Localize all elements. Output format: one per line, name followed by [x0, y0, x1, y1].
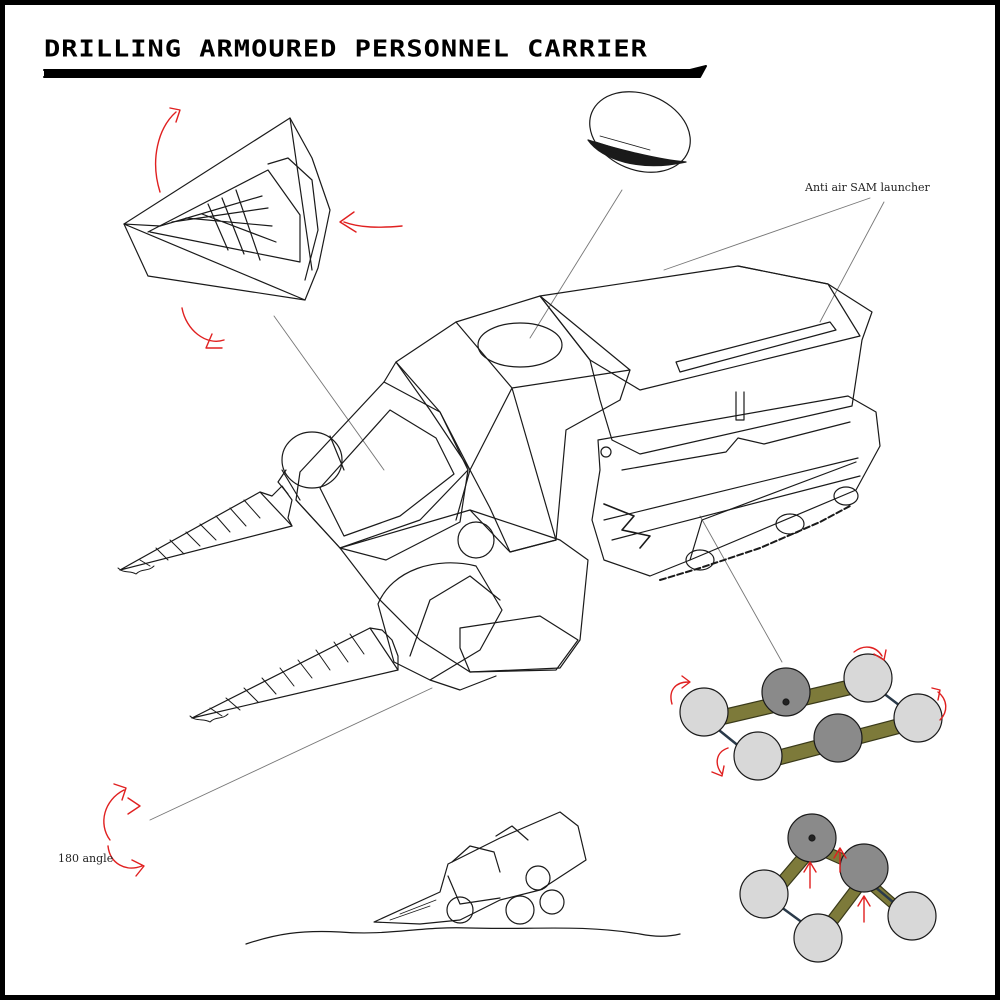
suspension-diagram-raised [739, 813, 937, 963]
rotation-angle-label: 180 angle [58, 852, 114, 865]
rotation-arrow-left [339, 211, 403, 233]
angle-rotation-arrows [103, 783, 145, 877]
rotation-arrow-down [181, 307, 225, 349]
lower-drill [189, 521, 503, 723]
title-underline [43, 65, 707, 78]
track-assembly [591, 395, 881, 577]
burrowing-sketch [245, 811, 681, 945]
sam-mount-ring [477, 322, 563, 368]
drill-head-detail [123, 117, 331, 301]
page-title: DRILLING ARMOURED PERSONNEL CARRIER [44, 36, 648, 63]
upper-drill [117, 431, 345, 575]
callout-lines [149, 189, 885, 821]
sam-launcher-label: Anti air SAM launcher [805, 181, 930, 194]
vehicle-hull [295, 265, 881, 673]
drill-rotation-arrows [154, 107, 403, 349]
sam-launcher-disc [587, 91, 691, 173]
rotation-arrow-up [154, 107, 181, 193]
suspension-diagram-flat [670, 646, 947, 781]
